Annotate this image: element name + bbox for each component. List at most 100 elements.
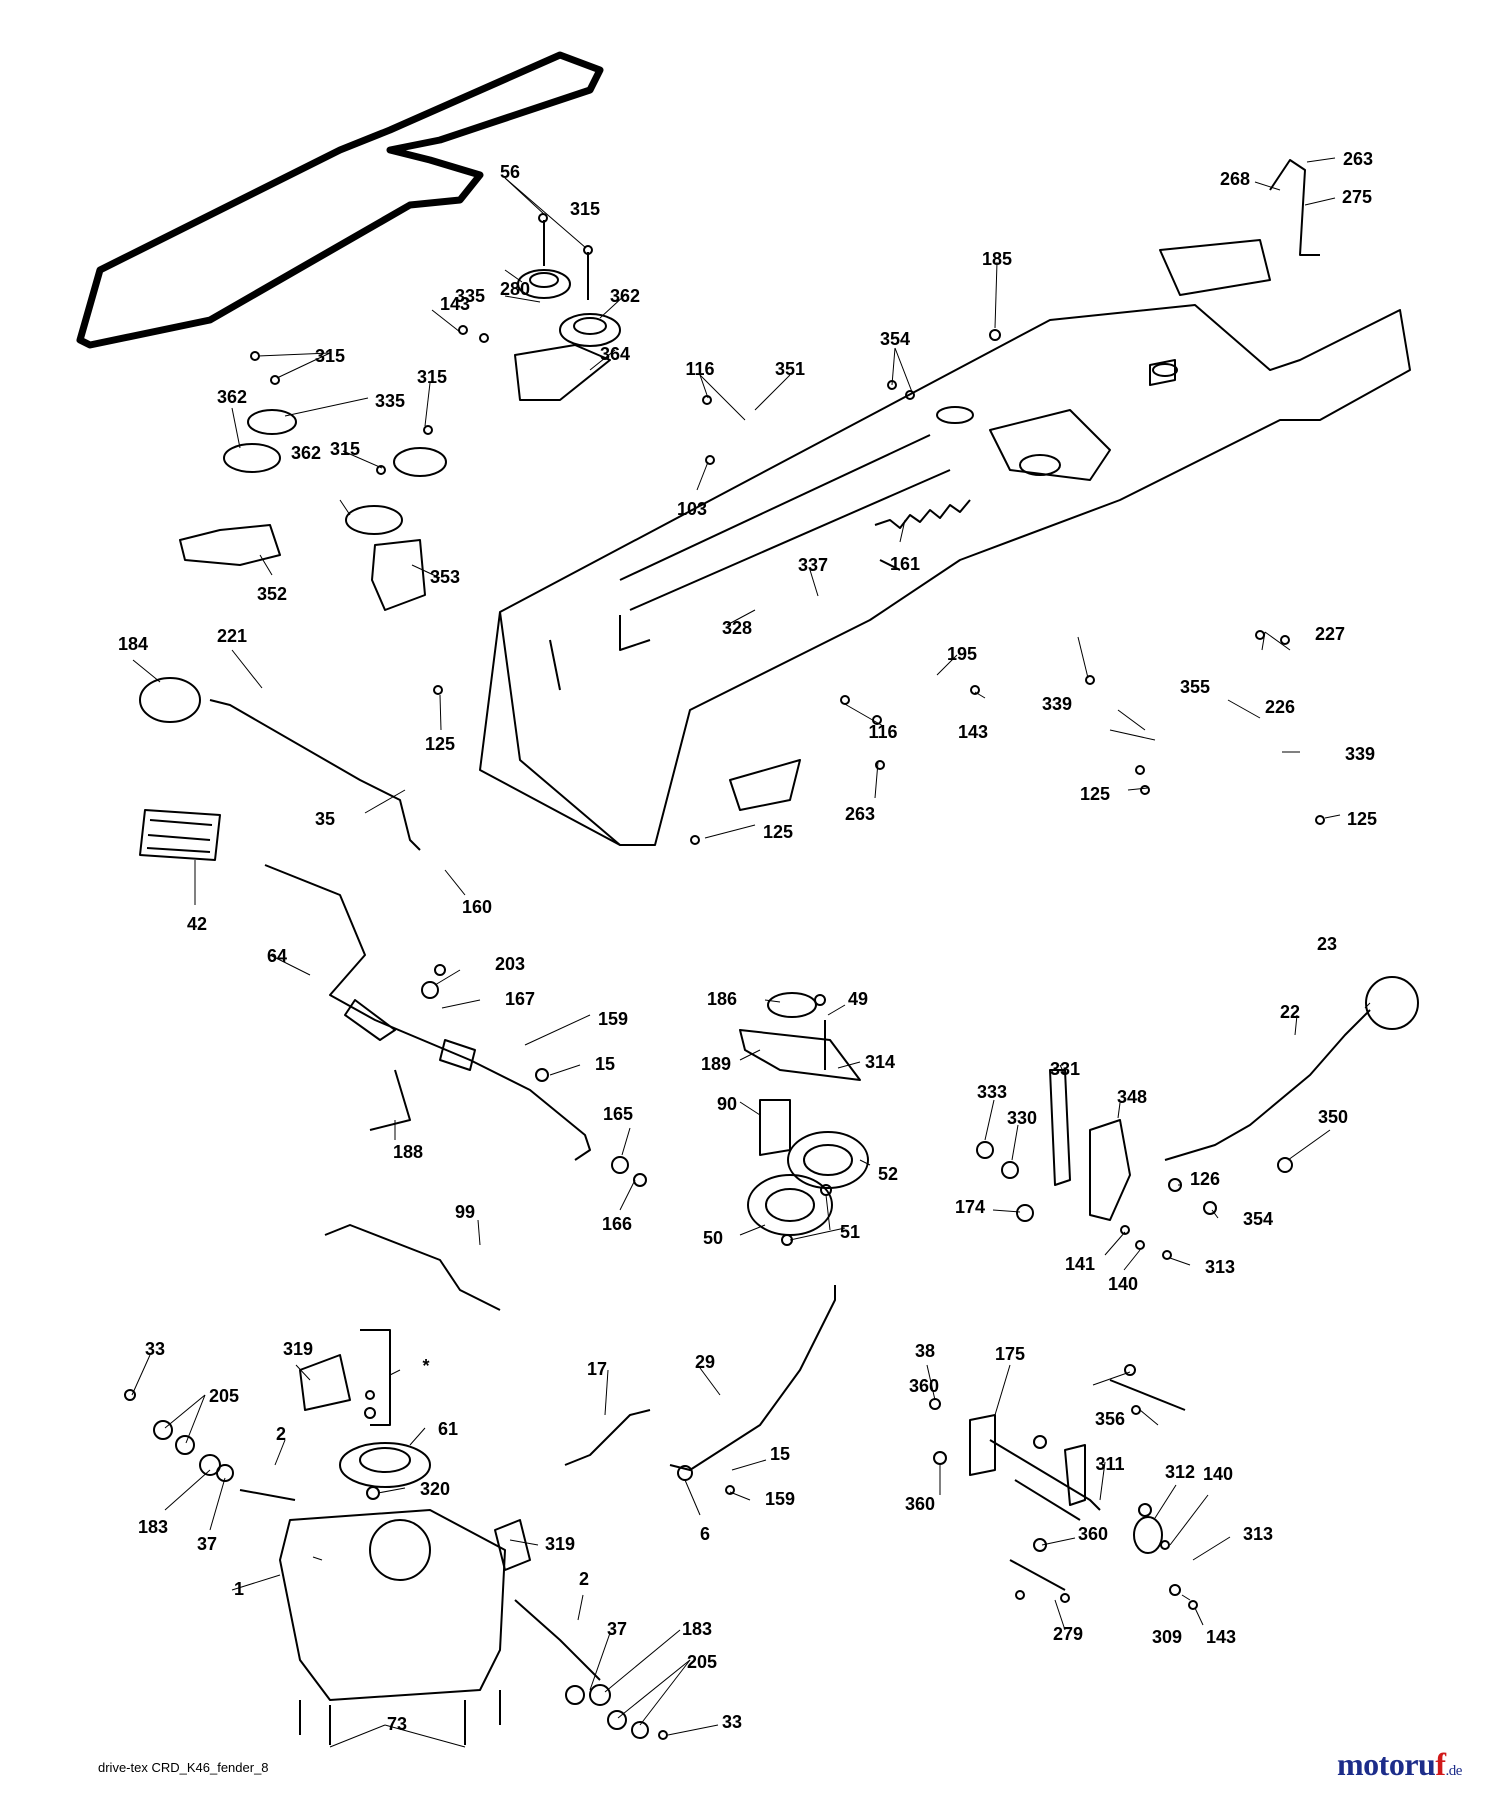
callout-number: 360 bbox=[905, 1494, 935, 1514]
drive-pulley-assembly bbox=[739, 992, 869, 1236]
callout-number: 159 bbox=[765, 1489, 795, 1509]
callout-number: 125 bbox=[1080, 784, 1110, 804]
callout-number: 275 bbox=[1342, 187, 1372, 207]
handle-grip-part bbox=[139, 809, 221, 861]
callout-number: 333 bbox=[977, 1082, 1007, 1102]
shift-knob-part bbox=[1365, 976, 1419, 1030]
callout-number: 339 bbox=[1345, 744, 1375, 764]
transaxle-pulley-part bbox=[339, 1442, 431, 1488]
callout-number: 50 bbox=[703, 1228, 723, 1248]
callout-leader-lines bbox=[131, 157, 1371, 1748]
callout-number: 221 bbox=[217, 626, 247, 646]
callout-number: 335 bbox=[455, 286, 485, 306]
callout-number: 313 bbox=[1243, 1524, 1273, 1544]
callout-number: 355 bbox=[1180, 677, 1210, 697]
callout-number: 205 bbox=[209, 1386, 239, 1406]
callout-number: 1 bbox=[234, 1579, 244, 1599]
callout-number: 356 bbox=[1095, 1409, 1125, 1429]
callout-number: 188 bbox=[393, 1142, 423, 1162]
callout-number: 15 bbox=[595, 1054, 615, 1074]
callout-number: 364 bbox=[600, 344, 630, 364]
callout-number: 29 bbox=[695, 1352, 715, 1372]
callout-number: 159 bbox=[598, 1009, 628, 1029]
callout-number: 15 bbox=[770, 1444, 790, 1464]
hardware-kit-bracket bbox=[360, 1329, 391, 1426]
brand-highlight: f bbox=[1435, 1746, 1446, 1782]
callout-number: 362 bbox=[217, 387, 247, 407]
linkage-rod-part bbox=[324, 1224, 501, 1311]
callout-number: 352 bbox=[257, 584, 287, 604]
callout-number: 99 bbox=[455, 1202, 475, 1222]
brand-main: motoru bbox=[1337, 1746, 1436, 1782]
callout-number: 73 bbox=[387, 1714, 407, 1734]
callout-number: 37 bbox=[607, 1619, 627, 1639]
callout-number: 362 bbox=[610, 286, 640, 306]
callout-number: 351 bbox=[775, 359, 805, 379]
callout-number: 49 bbox=[848, 989, 868, 1009]
knob-part bbox=[139, 677, 201, 723]
brake-shaft-assembly bbox=[969, 1379, 1186, 1591]
callout-number: 90 bbox=[717, 1094, 737, 1114]
callout-number: 17 bbox=[587, 1359, 607, 1379]
callout-number: 315 bbox=[417, 367, 447, 387]
brand-logo: motoruf.de bbox=[1337, 1746, 1462, 1783]
callout-number: 116 bbox=[868, 722, 897, 742]
callout-number: 337 bbox=[798, 555, 828, 575]
callout-number: 6 bbox=[700, 1524, 710, 1544]
callout-number: 330 bbox=[1007, 1108, 1037, 1128]
drive-belt-part bbox=[76, 51, 604, 349]
callout-number: 313 bbox=[1205, 1257, 1235, 1277]
callout-number: 348 bbox=[1117, 1087, 1147, 1107]
callout-number: 335 bbox=[375, 391, 405, 411]
idler-pulley-upper bbox=[514, 220, 621, 401]
callout-number: 263 bbox=[845, 804, 875, 824]
callout-number: 360 bbox=[1078, 1524, 1108, 1544]
brake-rod-part bbox=[669, 1285, 836, 1471]
callout-number: 174 bbox=[955, 1197, 985, 1217]
callout-number: 125 bbox=[425, 734, 455, 754]
callout-number: 165 bbox=[603, 1104, 633, 1124]
idler-pulley-cluster-left bbox=[179, 409, 447, 611]
callout-number: 125 bbox=[1347, 809, 1377, 829]
callout-number: 2 bbox=[276, 1424, 286, 1444]
callout-number: 331 bbox=[1050, 1059, 1080, 1079]
callout-number: 319 bbox=[283, 1339, 313, 1359]
callout-number: * bbox=[422, 1356, 429, 1376]
shift-lever-part bbox=[1164, 1009, 1371, 1161]
callout-number: 161 bbox=[890, 554, 920, 574]
callout-number: 315 bbox=[330, 439, 360, 459]
callout-number: 360 bbox=[909, 1376, 939, 1396]
callout-number: 315 bbox=[315, 346, 345, 366]
shift-bracket-part bbox=[1049, 1069, 1071, 1186]
callout-number: 311 bbox=[1095, 1454, 1124, 1474]
callout-number: 140 bbox=[1108, 1274, 1138, 1294]
callout-number: 183 bbox=[138, 1517, 168, 1537]
callout-number: 37 bbox=[197, 1534, 217, 1554]
callout-number: 51 bbox=[840, 1222, 860, 1242]
drawing-id-label: drive-tex CRD_K46_fender_8 bbox=[98, 1760, 269, 1775]
callout-number: 143 bbox=[958, 722, 988, 742]
callout-number: 167 bbox=[505, 989, 535, 1009]
return-spring-part bbox=[564, 1409, 651, 1466]
lever-bracket-part bbox=[1269, 159, 1320, 256]
callout-number: 185 bbox=[982, 249, 1012, 269]
callout-number: 140 bbox=[1203, 1464, 1233, 1484]
callout-number: 22 bbox=[1280, 1002, 1300, 1022]
callout-number: 184 bbox=[118, 634, 148, 654]
callout-number: 52 bbox=[878, 1164, 898, 1184]
callout-number: 309 bbox=[1152, 1627, 1182, 1647]
callout-number: 126 bbox=[1190, 1169, 1220, 1189]
callout-number: 312 bbox=[1165, 1462, 1195, 1482]
callout-number: 279 bbox=[1053, 1624, 1083, 1644]
callout-number: 35 bbox=[315, 809, 335, 829]
callout-number: 33 bbox=[722, 1712, 742, 1732]
callout-number: 186 bbox=[707, 989, 737, 1009]
callout-number: 103 bbox=[677, 499, 707, 519]
callout-number: 141 bbox=[1065, 1254, 1095, 1274]
callout-number: 203 bbox=[495, 954, 525, 974]
pedal-shaft-part bbox=[264, 864, 591, 1161]
callout-number: 143 bbox=[440, 294, 470, 314]
